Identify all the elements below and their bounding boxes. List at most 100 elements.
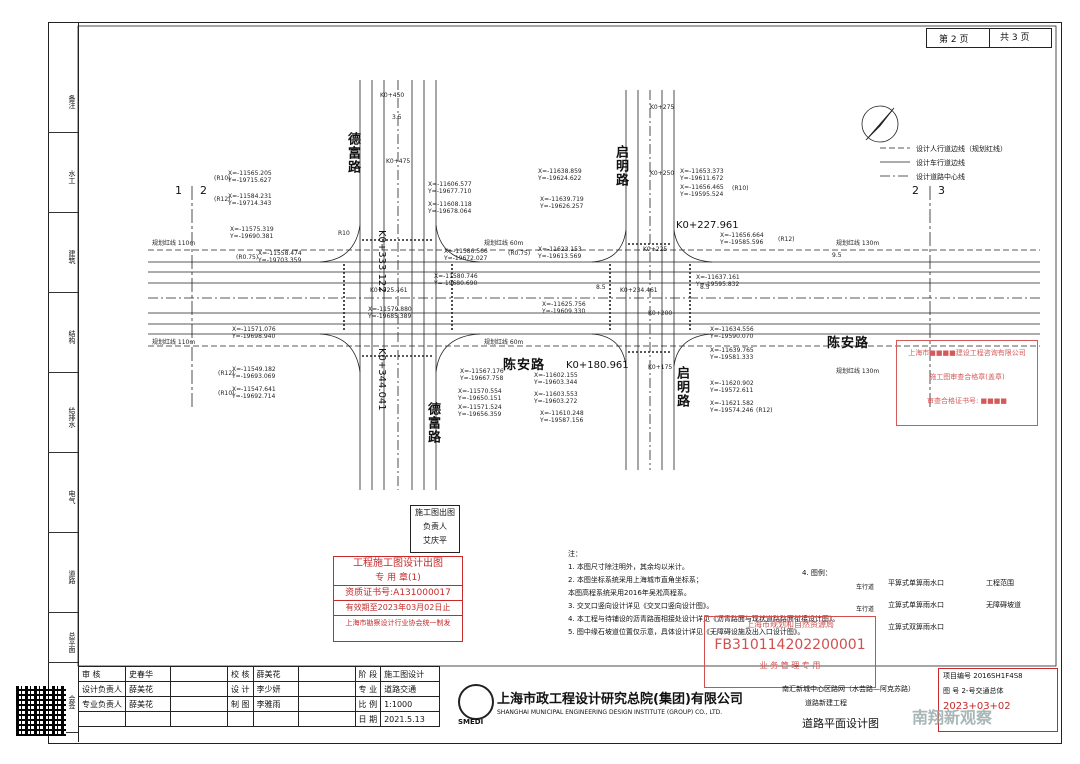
radius-label: (R10): [214, 175, 231, 182]
company-name-en: SHANGHAI MUNICIPAL ENGINEERING DESIGN IN…: [497, 709, 723, 716]
width-label: 9.5: [832, 252, 842, 259]
strip-cell: 给排水: [48, 382, 78, 453]
tb-cell: 薛美花: [125, 681, 171, 697]
coord-label: X=-11656.465 Y=-19595.524: [680, 184, 724, 198]
width-label: 规划红线 110m: [152, 240, 196, 247]
width-label: 规划红线 130m: [836, 368, 880, 375]
tb-cell: 薛美花: [252, 666, 299, 682]
tb-cell: 阶 段: [354, 666, 382, 682]
person-stamp: 施工图出图 负责人 艾庆平: [410, 505, 460, 553]
curb-curve: [319, 224, 361, 263]
coord-label: X=-11567.176 Y=-19667.758: [460, 368, 504, 382]
planning-stamp-code: FB310114202200001: [714, 637, 866, 653]
road-name-defu-north: 德富路: [345, 132, 360, 174]
page-total: 共 3 页: [989, 29, 1029, 47]
legend-centerline: 设计道路中心线: [916, 173, 965, 181]
coord-label: X=-11565.205 Y=-19715.627: [228, 170, 272, 184]
strip-cell: 电气: [48, 462, 78, 533]
station-label: K0+175: [648, 364, 673, 371]
strip-cell: 总平面: [48, 622, 78, 663]
note-line: 2. 本图坐标系统采用上海城市直角坐标系；: [568, 576, 703, 584]
planning-stamp-footer: 业 务 管 理 专 用: [759, 661, 821, 670]
curb-curve: [673, 333, 713, 367]
station-label: K0+475: [386, 158, 411, 165]
coord-label: X=-11634.556 Y=-19590.070: [710, 326, 754, 340]
coord-label: X=-11620.902 Y=-19572.611: [710, 380, 754, 394]
radius-label: (R12): [214, 196, 231, 203]
drawing-no-label: 图 号: [943, 687, 960, 695]
width-label: 8.5: [596, 284, 606, 291]
width-label: 规划红线 60m: [484, 339, 524, 346]
planning-stamp: 上海市规划和自然资源局 FB310114202200001 业 务 管 理 专 …: [704, 616, 876, 688]
watermark: 南翔新观察: [912, 708, 993, 727]
coord-label: X=-11653.373 Y=-19611.672: [680, 168, 724, 182]
person-stamp-line: 施工图出图: [415, 508, 455, 517]
legend-item: 平箅式单箅雨水口: [888, 579, 944, 587]
radius-label: (R0.75): [236, 254, 259, 261]
coord-label: X=-11549.182 Y=-19693.069: [232, 366, 276, 380]
tb-cell: 审 核: [78, 666, 126, 682]
note-line: 4. 本工程与待铺设的沥青路面相接处设计详见《沥青路面与现状道路路面衔接设计图》…: [568, 615, 840, 623]
construction-stamp-valid: 有效期至2023年03月02日止: [334, 600, 462, 615]
legend-item: 立箅式双箅雨水口: [888, 623, 944, 631]
station-label: K0+234.461: [620, 287, 658, 294]
section-mark: 2: [200, 184, 207, 197]
road-name-defu-south: 德富路: [425, 402, 440, 444]
symbol-legend-2: 工程范围 无障碍坡道: [986, 572, 1021, 616]
strip-cell: 道路: [48, 542, 78, 613]
station-label: K0+450: [380, 92, 405, 99]
curb-curve: [435, 333, 481, 373]
note-line: 5. 图中缘石坡道位置仅示意，具体设计详见《无障碍设施及出入口设计图》。: [568, 628, 805, 636]
station-label: K0+250: [650, 170, 675, 177]
coord-label: X=-11610.248 Y=-19587.156: [540, 410, 584, 424]
width-label: 8.5: [700, 284, 710, 291]
construction-stamp-cert: 资质证书号:A131000017: [334, 585, 462, 600]
tb-cell: 专 业: [354, 681, 382, 697]
tb-cell: 薛美花: [125, 696, 171, 712]
coord-label: X=-11608.118 Y=-19678.064: [428, 201, 472, 215]
strip-cell: 建筑: [48, 222, 78, 293]
road-name-qiming-north: 启明路: [613, 145, 628, 187]
station-label: K0+275: [650, 104, 675, 111]
strip-cell: 结构: [48, 302, 78, 373]
symbol-legend: 平箅式单箅雨水口 立箅式单箅雨水口 立箅式双箅雨水口: [888, 572, 944, 638]
curb-curve: [673, 229, 713, 263]
radius-label: R10: [338, 230, 350, 237]
lane-label: 车行道: [856, 584, 875, 591]
legend-carriageway: 设计车行道边线: [916, 159, 965, 167]
station-label: K0+333.122: [376, 230, 387, 293]
coord-label: X=-11603.553 Y=-19603.272: [534, 391, 578, 405]
project-no-label: 项目编号: [943, 672, 971, 680]
station-label: K0+344.041: [376, 348, 387, 411]
page-indicator: 第 2 页 共 3 页: [926, 28, 1052, 48]
section-mark: 1: [175, 184, 182, 197]
curb-curve: [591, 333, 627, 367]
legend-item: 无障碍坡道: [986, 601, 1021, 609]
coord-label: X=-11558.474 Y=-19703.359: [258, 250, 302, 264]
curb-curve: [591, 229, 627, 263]
strip-cell: 备注: [48, 72, 78, 133]
company-logo-text: SMEDI: [458, 718, 484, 726]
line-legend: 设计人行道边线（规划红线） 设计车行道边线 设计道路中心线: [916, 142, 1007, 184]
qr-code-icon: [16, 686, 66, 736]
page-current: 第 2 页: [939, 35, 969, 45]
person-stamp-line: 艾庆平: [423, 536, 447, 545]
section-mark: 3: [938, 184, 945, 197]
notes: 注： 1. 本图尺寸除注明外，其余均以米计。 2. 本图坐标系统采用上海城市直角…: [568, 548, 839, 639]
coord-label: X=-11547.641 Y=-19692.714: [232, 386, 276, 400]
curb-curve: [435, 224, 481, 263]
drawing-frame: [48, 22, 1062, 744]
tb-cell: 2021.5.13: [380, 711, 441, 727]
tb-cell: 校 核: [227, 666, 254, 682]
legend-red-line: 设计人行道边线（规划红线）: [916, 145, 1007, 153]
tb-cell: 1:1000: [380, 696, 441, 712]
radius-label: (R10): [218, 390, 235, 397]
coord-label: X=-11639.719 Y=-19626.257: [540, 196, 584, 210]
radius-label: (R12): [756, 407, 773, 414]
tb-cell: 施工图设计: [380, 666, 441, 682]
company-name-cn: 上海市政工程设计研究总院(集团)有限公司: [497, 692, 743, 707]
width-label: 3.5: [392, 114, 402, 121]
drawing-title: 道路平面设计图: [802, 717, 879, 730]
drawing-no-value: 2-号交通总体: [961, 687, 1004, 695]
